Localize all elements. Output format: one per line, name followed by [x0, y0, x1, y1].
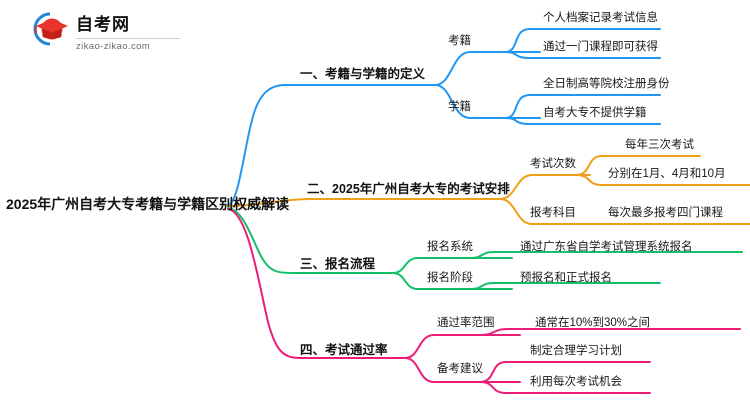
connector-b3c1-leaf1 [469, 251, 743, 259]
subnode-1-2[interactable]: 学籍 [448, 101, 471, 113]
connector-branch2-c1 [499, 174, 591, 200]
subnode-3-1[interactable]: 报名系统 [427, 241, 473, 253]
connector-b1c2-leaf2 [504, 117, 661, 125]
subnode-2-2[interactable]: 报考科目 [530, 207, 576, 219]
connector-root-branch3 [227, 207, 394, 274]
connector-b1c2-leaf1 [504, 94, 661, 119]
subnode-2-1[interactable]: 考试次数 [530, 158, 576, 170]
leaf-3-1-1[interactable]: 通过广东省自学考试管理系统报名 [520, 241, 693, 253]
leaf-2-1-2[interactable]: 分别在1月、4月和10月 [608, 168, 726, 180]
connector-b2c1-leaf2 [575, 174, 750, 186]
connector-branch1-c1 [434, 51, 541, 86]
leaf-2-2-1[interactable]: 每次最多报考四门课程 [608, 207, 723, 219]
connector-b3c2-leaf1 [469, 282, 661, 290]
graduation-cap-icon [30, 10, 70, 48]
leaf-4-2-2[interactable]: 利用每次考试机会 [530, 376, 622, 388]
branch-node-2[interactable]: 二、2025年广州自考大专的考试安排 [307, 182, 510, 196]
connector-b4c2-leaf1 [479, 361, 651, 383]
connector-b4c2-leaf2 [479, 381, 651, 394]
subnode-1-1[interactable]: 考籍 [448, 35, 471, 47]
leaf-1-2-2[interactable]: 自考大专不提供学籍 [543, 107, 647, 119]
connector-branch3-c1 [392, 257, 513, 274]
leaf-4-2-1[interactable]: 制定合理学习计划 [530, 345, 622, 357]
subnode-3-2[interactable]: 报名阶段 [427, 272, 473, 284]
leaf-3-2-1[interactable]: 预报名和正式报名 [520, 272, 612, 284]
logo-domain: zikao-zikao.com [76, 41, 151, 52]
connector-branch2-c2 [499, 198, 750, 225]
connector-b1c1-leaf1 [504, 28, 661, 53]
logo-name: 自考网 [76, 15, 130, 34]
connector-b1c1-leaf2 [504, 51, 661, 59]
leaf-4-1-1[interactable]: 通常在10%到30%之间 [535, 317, 651, 329]
connector-root-branch4 [227, 208, 406, 359]
mindmap-root-node[interactable]: 2025年广州自考大专考籍与学籍区别权威解读 [6, 196, 290, 212]
subnode-4-2[interactable]: 备考建议 [437, 363, 483, 375]
connector-root-branch2 [227, 198, 501, 207]
subnode-4-1[interactable]: 通过率范围 [437, 317, 495, 329]
connector-branch4-c1 [404, 334, 521, 359]
branch-node-3[interactable]: 三、报名流程 [300, 257, 376, 271]
leaf-2-1-1[interactable]: 每年三次考试 [625, 139, 694, 151]
connector-root-branch1 [227, 84, 436, 206]
site-logo: 自考网 zikao-zikao.com [30, 8, 210, 52]
connector-b4c1-leaf1 [479, 328, 741, 336]
logo-wordmark: 自考网 zikao-zikao.com [76, 10, 180, 52]
branch-node-4[interactable]: 四、考试通过率 [300, 343, 388, 357]
logo-divider [76, 38, 180, 39]
leaf-1-2-1[interactable]: 全日制高等院校注册身份 [543, 78, 670, 90]
leaf-1-1-2[interactable]: 通过一门课程即可获得 [543, 41, 658, 53]
leaf-1-1-1[interactable]: 个人档案记录考试信息 [543, 12, 658, 24]
connector-branch4-c2 [404, 357, 521, 383]
connector-branch3-c2 [392, 272, 513, 290]
branch-node-1[interactable]: 一、考籍与学籍的定义 [300, 67, 426, 81]
connector-branch1-c2 [434, 84, 541, 119]
